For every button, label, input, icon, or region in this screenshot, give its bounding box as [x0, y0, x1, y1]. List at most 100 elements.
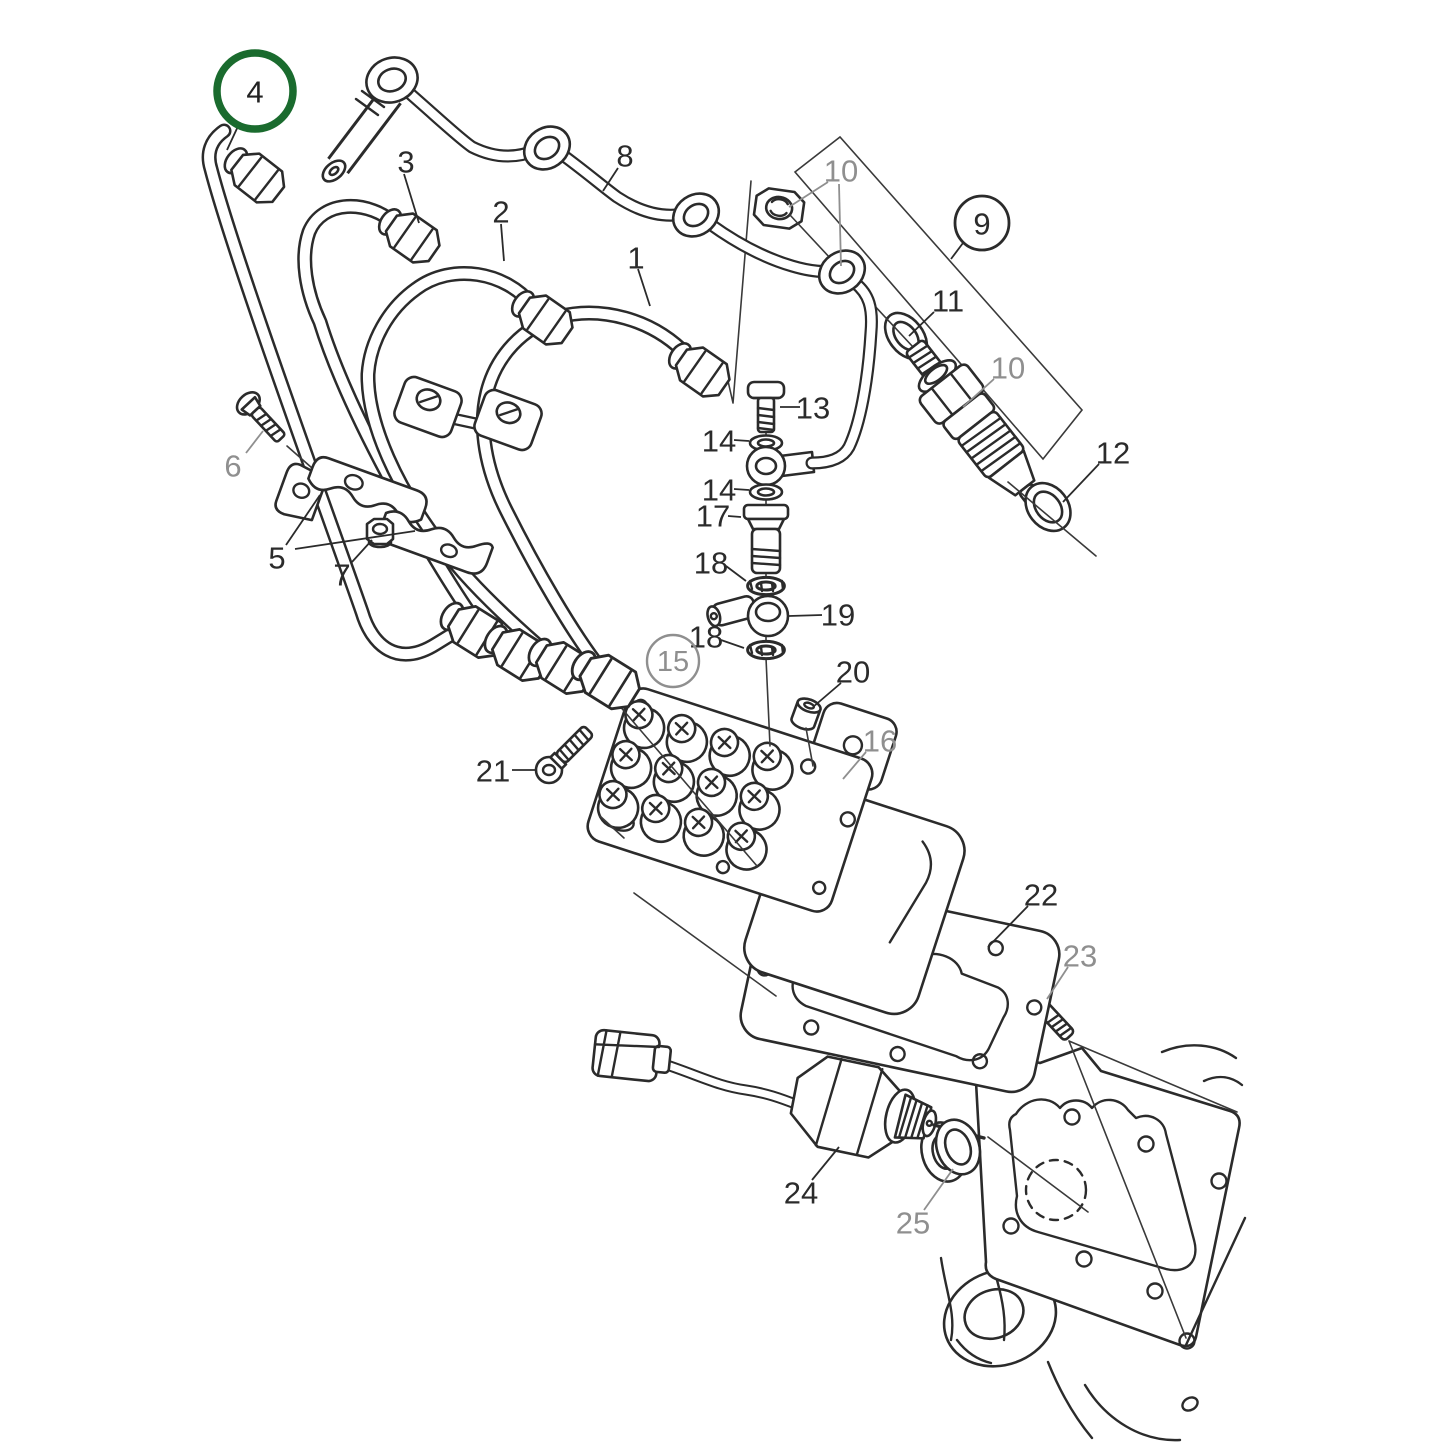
- callout-number: 21: [476, 754, 510, 789]
- callout-22[interactable]: 22: [987, 878, 1058, 948]
- callout-number: 11: [932, 284, 964, 319]
- callout-number: 4: [246, 75, 263, 110]
- callout-number: 17: [696, 499, 730, 534]
- callout-number: 2: [492, 195, 509, 230]
- callout-18[interactable]: 18: [694, 546, 747, 582]
- callout-leader: [725, 565, 747, 582]
- callout-leader: [733, 488, 750, 491]
- callout-leader: [1046, 966, 1069, 1000]
- callout-9[interactable]: 9: [950, 194, 1011, 260]
- callout-14[interactable]: 14: [702, 473, 750, 508]
- callout-7[interactable]: 7: [333, 539, 373, 593]
- callout-2[interactable]: 2: [492, 195, 510, 262]
- sensor-connector: [591, 1028, 673, 1083]
- clamp-bolt: [235, 391, 286, 443]
- callout-leader: [788, 614, 823, 617]
- block-boss-large: [942, 1268, 1058, 1368]
- callout-number: 18: [694, 546, 728, 581]
- engine-block: [920, 1044, 1247, 1442]
- clamp-half-upper: [307, 455, 428, 524]
- callout-25[interactable]: 25: [896, 1168, 954, 1241]
- callout-ring: [213, 49, 297, 133]
- callout-12[interactable]: 12: [1062, 436, 1130, 503]
- callout-leader: [908, 311, 935, 337]
- group-bracket: [793, 135, 1084, 461]
- callout-leader: [637, 268, 651, 307]
- callout-5[interactable]: 5: [268, 494, 416, 576]
- callout-8[interactable]: 8: [602, 139, 634, 192]
- callout-6[interactable]: 6: [224, 430, 264, 484]
- callout-ring: [645, 633, 701, 689]
- callout-leader: [838, 183, 842, 267]
- callout-23[interactable]: 23: [1046, 939, 1097, 1000]
- callout-leader: [727, 515, 742, 518]
- callout-10[interactable]: 10: [962, 351, 1025, 408]
- sensor-washer: [934, 1118, 982, 1176]
- callout-number: 20: [836, 655, 870, 690]
- bushing: [790, 697, 822, 731]
- callout-leader: [923, 1168, 954, 1211]
- callout-number: 6: [224, 449, 241, 484]
- callout-leader: [842, 751, 867, 780]
- callout-leader: [811, 1146, 840, 1181]
- banjo-eye: [365, 56, 419, 104]
- callout-number: 15: [657, 646, 689, 678]
- callout-number: 24: [784, 1176, 818, 1211]
- callout-4[interactable]: 4: [213, 49, 297, 151]
- callout-13[interactable]: 13: [780, 391, 830, 426]
- callout-leader: [500, 223, 505, 262]
- callout-leader: [294, 530, 416, 550]
- callout-leader: [812, 682, 842, 708]
- callout-11[interactable]: 11: [908, 284, 964, 337]
- union-nut: [742, 503, 790, 531]
- callout-leader: [720, 639, 745, 649]
- injector-group: [752, 135, 1097, 557]
- callout-leader: [1062, 463, 1100, 503]
- callout-leader: [788, 181, 829, 208]
- callout-leader: [950, 242, 964, 260]
- callout-number: 18: [689, 620, 723, 655]
- sensor-bore-dashed: [1024, 1158, 1088, 1222]
- callout-16[interactable]: 16: [842, 724, 897, 780]
- callout-number: 22: [1024, 878, 1058, 913]
- block-port-outline: [1008, 1098, 1197, 1272]
- threaded-adapter: [750, 527, 782, 575]
- callout-number: 14: [702, 424, 736, 459]
- callout-number: 1: [627, 241, 644, 276]
- callout-leader: [987, 905, 1029, 948]
- callout-number: 8: [616, 139, 633, 174]
- callout-20[interactable]: 20: [812, 655, 870, 708]
- callout-number: 16: [863, 724, 897, 759]
- callout-1[interactable]: 1: [627, 241, 651, 307]
- callout-leader: [285, 494, 321, 546]
- callout-leader: [245, 430, 264, 454]
- overflow-valve-assembly: [706, 380, 816, 747]
- callout-10[interactable]: 10: [788, 154, 858, 267]
- callout-number: 10: [824, 154, 858, 189]
- pump-bolt: [534, 725, 625, 839]
- callout-24[interactable]: 24: [784, 1146, 840, 1211]
- callout-number: 25: [896, 1206, 930, 1241]
- callout-15[interactable]: 15: [645, 633, 701, 689]
- callout-number: 12: [1096, 436, 1130, 471]
- callout-19[interactable]: 19: [788, 598, 855, 633]
- callout-18[interactable]: 18: [689, 620, 745, 655]
- banjo-union-upper: [745, 445, 816, 487]
- callout-number: 19: [821, 598, 855, 633]
- callout-14[interactable]: 14: [702, 424, 750, 459]
- clamp-half-lower: [378, 510, 494, 575]
- sensor-thread: [883, 1088, 938, 1144]
- clamp-nut: [365, 517, 395, 549]
- callout-21[interactable]: 21: [476, 754, 536, 789]
- injector-oring: [1024, 481, 1072, 533]
- callout-number: 3: [397, 145, 414, 180]
- callout-17[interactable]: 17: [696, 499, 742, 534]
- leak-off-pipe: [321, 56, 873, 463]
- callout-3[interactable]: 3: [397, 145, 420, 224]
- callout-number: 5: [268, 541, 285, 576]
- callout-leader: [403, 173, 420, 224]
- callout-ring: [953, 194, 1011, 252]
- callout-leader: [351, 539, 373, 563]
- callout-leader: [733, 439, 750, 442]
